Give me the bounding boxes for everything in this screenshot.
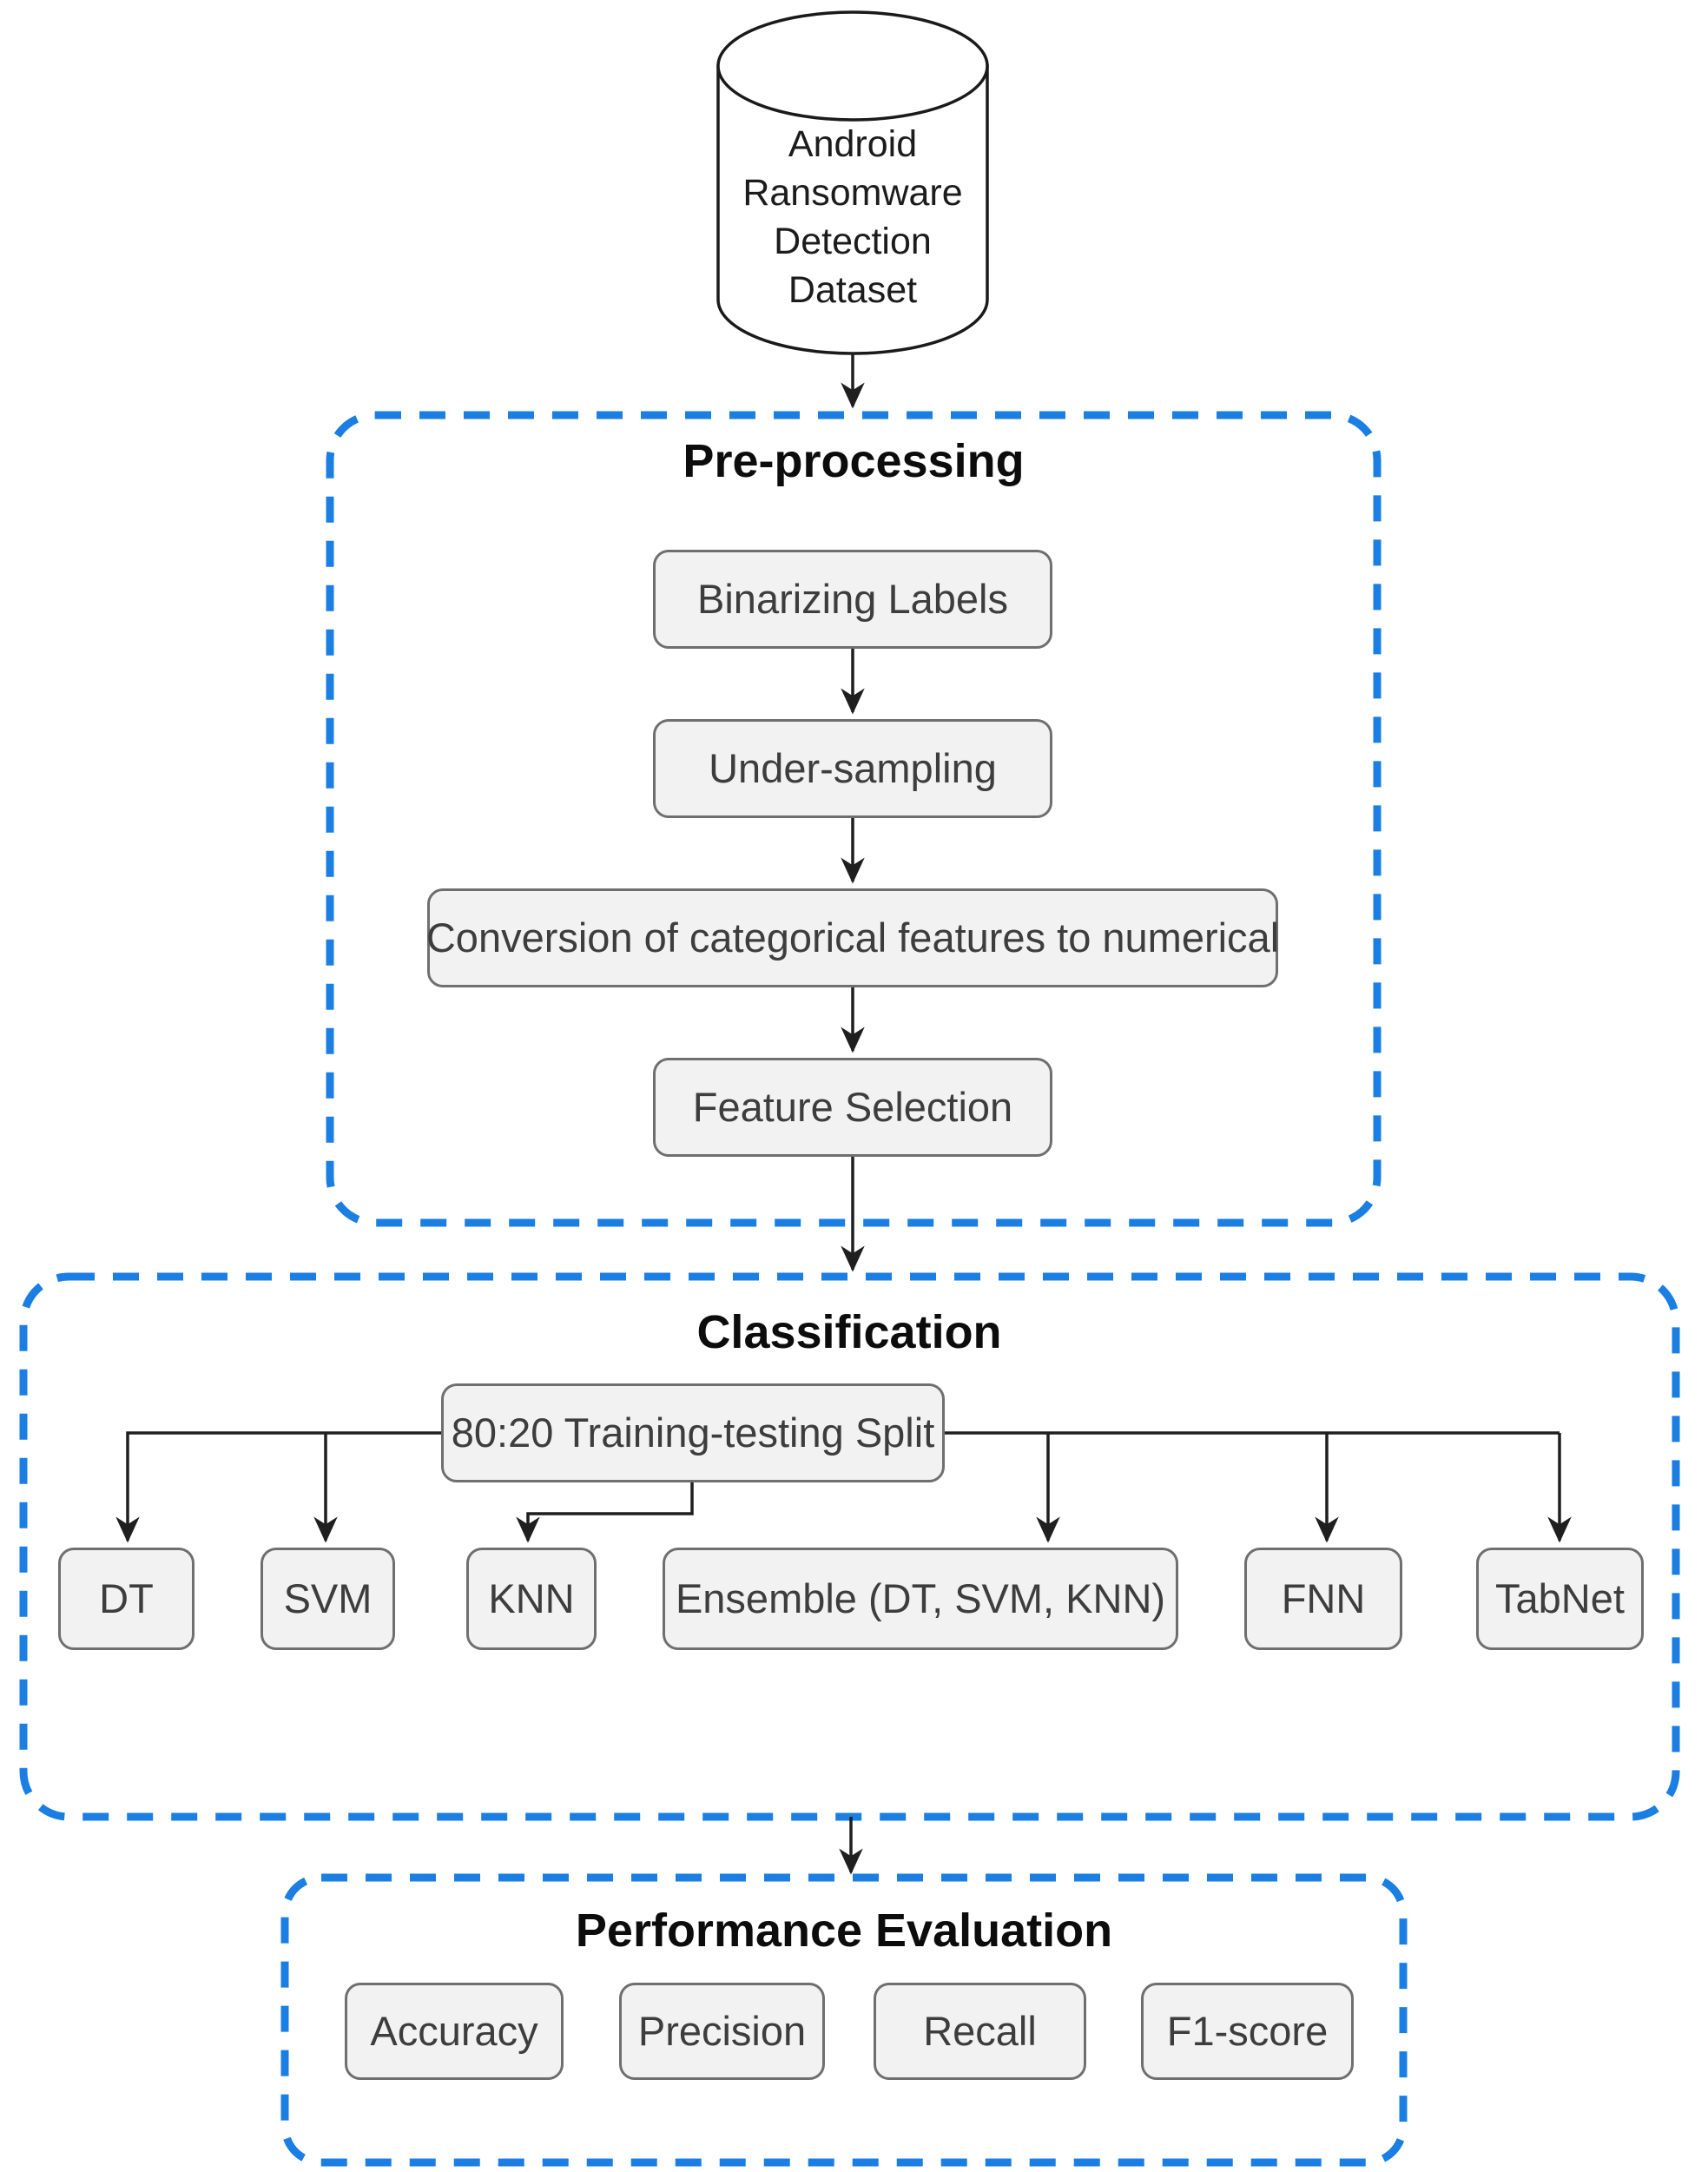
dataset-label-line: Ransomware [742,172,963,214]
database-cylinder-icon [716,10,989,355]
model-svm-node: SVM [260,1548,395,1650]
model-ensemble-node: Ensemble (DT, SVM, KNN) [663,1548,1178,1650]
metric-f1score-node: F1-score [1141,1983,1354,2080]
flow-arrows [115,353,1572,1875]
metric-recall-node: Recall [874,1983,1086,2080]
dataset-label-line: Dataset [788,269,918,311]
metric-precision-node: Precision [619,1983,825,2080]
evaluation-section-title: Performance Evaluation [575,1905,1113,1957]
evaluation-section-frame [280,1873,1408,2167]
step-under-sampling: Under-sampling [653,719,1052,818]
arrow-split-to-knn [516,1482,694,1543]
step-categorical-conversion: Conversion of categorical features to nu… [426,888,1279,987]
model-tabnet-node: TabNet [1476,1548,1644,1650]
arrow-split-to-dt [115,1431,441,1543]
dataset-label-line: Detection [774,221,932,262]
metric-accuracy-node: Accuracy [345,1983,564,2080]
model-fnn-node: FNN [1244,1548,1402,1650]
model-knn-node: KNN [466,1548,597,1650]
dataset-label-line: Android [788,123,918,165]
model-dt-node: DT [58,1548,195,1650]
preprocessing-section-title: Pre-processing [683,435,1025,487]
train-test-split-node: 80:20 Training-testing Split [441,1383,945,1482]
preprocessing-section-frame [326,411,1382,1227]
step-feature-selection: Feature Selection [653,1058,1052,1157]
classification-section-title: Classification [696,1306,1002,1358]
step-binarizing-labels: Binarizing Labels [653,550,1052,649]
dataset-label: Android Ransomware Detection Dataset [705,120,1000,314]
